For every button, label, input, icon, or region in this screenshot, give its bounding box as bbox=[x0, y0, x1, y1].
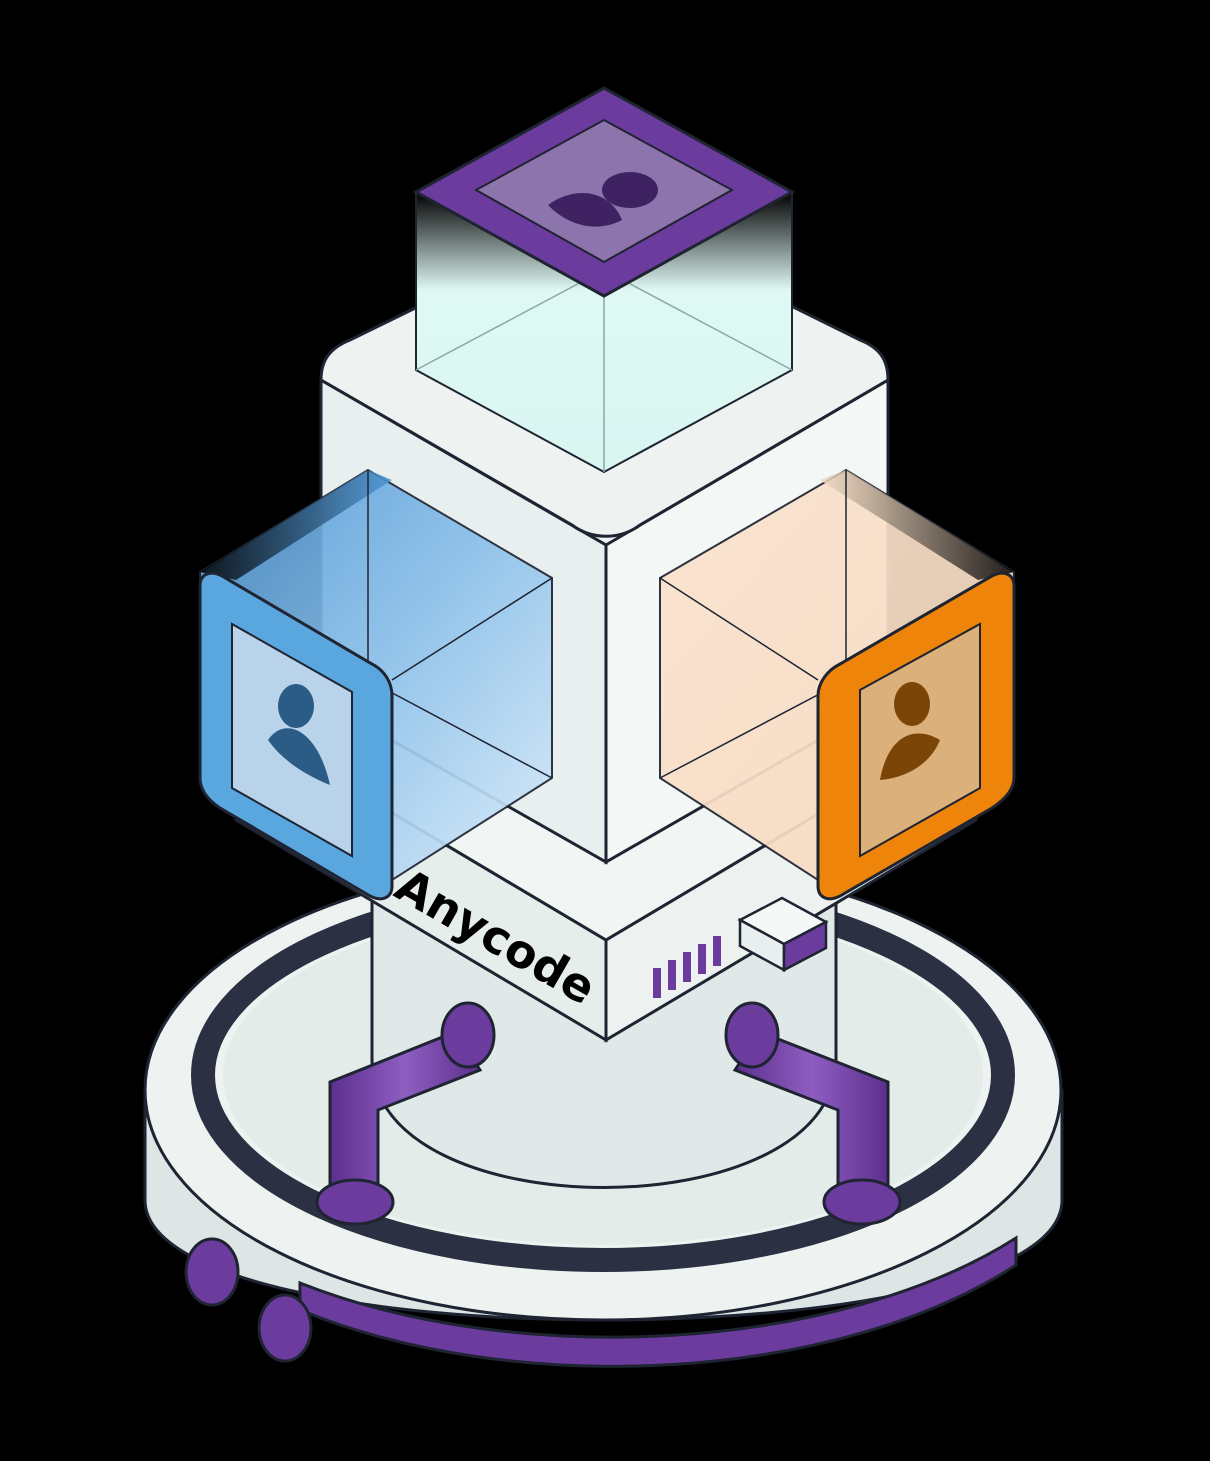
pipe-right bbox=[724, 1001, 902, 1226]
connector-block bbox=[737, 896, 829, 973]
pipe-left bbox=[315, 1001, 496, 1226]
right-cube bbox=[659, 468, 1016, 901]
user-icon bbox=[880, 682, 940, 780]
platform-light-1 bbox=[184, 1237, 240, 1307]
user-icon bbox=[268, 684, 330, 785]
vent-grille bbox=[653, 936, 721, 998]
platform-light-2 bbox=[257, 1293, 313, 1363]
left-cube bbox=[198, 468, 553, 901]
top-cube bbox=[412, 86, 796, 474]
user-icon bbox=[548, 172, 658, 227]
platform-stripe bbox=[298, 1235, 1018, 1368]
